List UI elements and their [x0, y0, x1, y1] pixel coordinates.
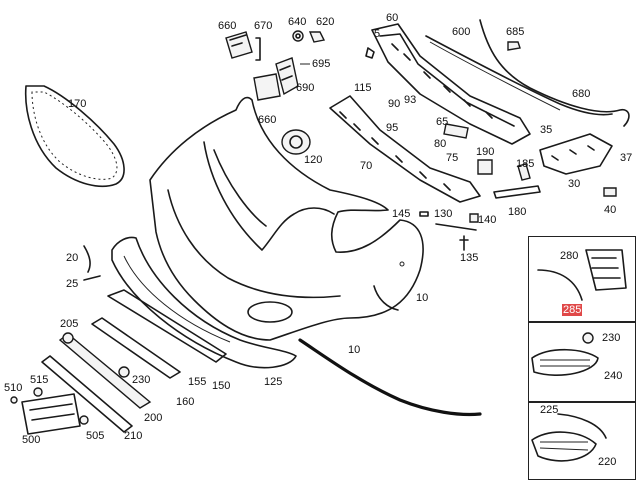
callout-170: 170	[68, 98, 87, 110]
callout-80: 80	[434, 138, 447, 150]
callout-680: 680	[572, 88, 591, 100]
callout-230: 230	[132, 374, 151, 386]
callout-210: 210	[124, 430, 143, 442]
strip-180-part	[493, 185, 541, 199]
callout-140: 140	[478, 214, 497, 226]
clip-parts	[292, 30, 326, 43]
callout-25: 25	[66, 278, 79, 290]
callout-115: 115	[354, 82, 372, 94]
callout-505: 505	[86, 430, 105, 442]
callout-660-b: 660	[258, 114, 277, 126]
plate-holder-part	[21, 393, 81, 435]
callout-500: 500	[22, 434, 41, 446]
callout-225: 225	[540, 404, 559, 416]
upper-carrier-part	[371, 23, 531, 145]
lip-strip-part	[298, 338, 482, 417]
sensor-bracket-part	[225, 31, 261, 61]
callout-205: 205	[60, 318, 79, 330]
screw-515-part	[33, 387, 43, 397]
callout-5: 5	[374, 28, 381, 40]
callout-240: 240	[604, 370, 623, 382]
callout-515: 515	[30, 374, 49, 386]
callout-180: 180	[508, 206, 527, 218]
callout-200: 200	[144, 412, 163, 424]
callout-10: 10	[416, 292, 429, 304]
callout-280: 280	[560, 250, 579, 262]
trim-280-part	[537, 269, 583, 301]
screw-510-part	[10, 396, 18, 404]
fastener-parts	[419, 211, 479, 251]
callout-185: 185	[516, 158, 535, 170]
callout-40: 40	[604, 204, 617, 216]
callout-93: 93	[404, 94, 417, 106]
callout-145: 145	[392, 208, 411, 220]
callout-35: 35	[540, 124, 553, 136]
bracket-190-part	[477, 159, 493, 175]
strip-225-part	[557, 413, 607, 439]
bracket-185-part	[517, 163, 531, 181]
lower-carrier-part	[329, 95, 481, 203]
callout-660: 660	[218, 20, 237, 32]
trim-155-part	[91, 317, 181, 379]
callout-685: 685	[506, 26, 525, 38]
callout-10-lip: 10	[348, 344, 361, 356]
upper-strip-part	[425, 35, 613, 116]
callout-620: 620	[316, 16, 335, 28]
inset-panel-middle	[528, 322, 636, 402]
callout-20: 20	[66, 252, 79, 264]
lower-spoiler-part	[111, 236, 297, 369]
clip-205-part	[62, 332, 74, 344]
callout-75: 75	[446, 152, 459, 164]
trim-210-part	[41, 355, 133, 433]
inset-panel-top	[528, 236, 636, 322]
grille-220-part	[531, 431, 597, 462]
callout-155: 155	[188, 376, 207, 388]
side-bracket-part	[539, 133, 617, 197]
bumper-cover-part	[149, 96, 424, 341]
callout-120: 120	[304, 154, 323, 166]
callout-220: 220	[598, 456, 617, 468]
callout-60: 60	[386, 12, 399, 24]
clip-230b-part	[582, 332, 594, 344]
emblem-part	[281, 129, 311, 155]
callout-125: 125	[264, 376, 283, 388]
callout-160: 160	[176, 396, 195, 408]
callout-670: 670	[254, 20, 273, 32]
callout-285-highlighted: 285	[562, 304, 583, 316]
callout-150: 150	[212, 380, 231, 392]
callout-30: 30	[568, 178, 581, 190]
callout-190: 190	[476, 146, 495, 158]
clip-20-part	[83, 245, 91, 273]
callout-510: 510	[4, 382, 23, 394]
callout-90: 90	[388, 98, 401, 110]
trim-160-part	[107, 289, 227, 363]
callout-695: 695	[312, 58, 331, 70]
callout-65: 65	[436, 116, 449, 128]
clip-230-part	[118, 366, 130, 378]
callout-130: 130	[434, 208, 453, 220]
clip-25-part	[83, 275, 101, 281]
radar-holder-part	[253, 57, 310, 101]
callout-690: 690	[296, 82, 315, 94]
callout-95: 95	[386, 122, 399, 134]
lower-grille-part	[58, 333, 152, 409]
wiring-harness-part	[479, 19, 630, 127]
grille-frame-part	[24, 85, 125, 188]
callout-37: 37	[620, 152, 633, 164]
callout-135: 135	[460, 252, 479, 264]
bracket-280-part	[585, 249, 627, 291]
callout-600: 600	[452, 26, 471, 38]
grille-240-part	[531, 348, 599, 376]
callout-70: 70	[360, 160, 373, 172]
callout-640: 640	[288, 16, 307, 28]
inset-panel-bottom	[528, 402, 636, 480]
screw-505-part	[79, 415, 89, 425]
clip-685-part	[507, 41, 521, 51]
callout-230-inset: 230	[602, 332, 621, 344]
plate-65-part	[443, 123, 469, 139]
screw-part	[365, 47, 375, 59]
